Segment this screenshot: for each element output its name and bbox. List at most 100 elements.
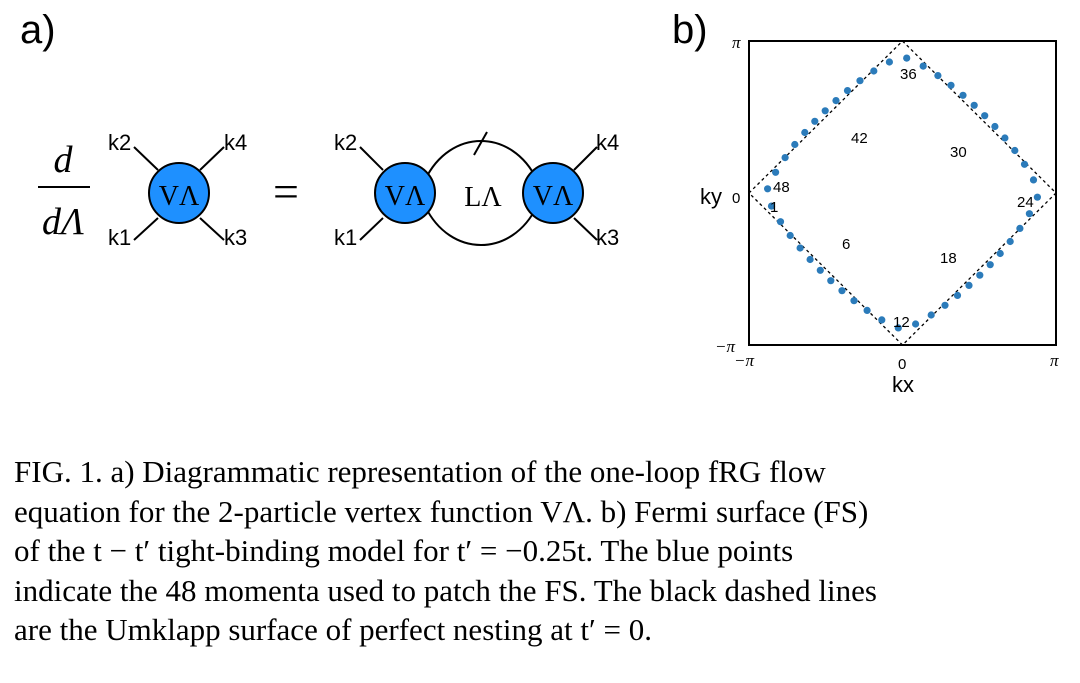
loop-slash-mark (473, 131, 488, 156)
fs-point-2 (776, 218, 785, 226)
fs-point-23 (1025, 210, 1033, 218)
fermi-surface-plot: 1 6 12 18 24 30 36 42 48 π 0 −π ky −π 0 … (700, 33, 1059, 397)
fs-point-48 (764, 185, 772, 193)
fs-point-20 (996, 249, 1004, 258)
panel-b-label: b) (672, 8, 708, 52)
leg-k3-left (199, 217, 225, 241)
fs-point-6 (816, 266, 824, 274)
vertex-label-right-1: VΛ (385, 181, 426, 212)
patch-label-24: 24 (1017, 194, 1034, 211)
patch-label-36: 36 (900, 66, 917, 83)
fs-point-13 (912, 320, 920, 328)
fs-point-34 (934, 72, 942, 80)
momentum-k1-left: k1 (108, 225, 131, 250)
fs-point-22 (1016, 224, 1024, 232)
patch-label-6: 6 (842, 236, 850, 253)
vertex-label-right-2: VΛ (533, 181, 574, 212)
loop-label: LΛ (464, 182, 502, 213)
fs-point-27 (1011, 146, 1019, 155)
fs-point-3 (786, 231, 794, 240)
brillouin-zone-frame (748, 40, 1057, 346)
flow-equation-diagram: d dΛ VΛ k2 k4 k1 k3 = LΛ VΛ VΛ k2 k1 k4 … (38, 130, 619, 250)
fs-point-38 (870, 67, 878, 75)
vertex-circle-right-2 (522, 162, 584, 224)
fs-point-8 (838, 287, 846, 295)
leg-k1-right (359, 217, 384, 241)
momentum-k4-left: k4 (224, 130, 247, 155)
fs-point-41 (832, 97, 840, 105)
caption-line-3: of the t − t′ tight-binding model for t′… (14, 533, 794, 568)
fs-point-5 (806, 255, 814, 264)
fs-point-33 (947, 81, 955, 89)
leg-k4-left (199, 146, 225, 171)
fs-point-43 (811, 117, 819, 125)
tick-x-zero: 0 (898, 356, 906, 373)
fs-point-25 (1029, 176, 1038, 184)
patch-label-1: 1 (770, 199, 778, 216)
fs-point-16 (953, 291, 962, 299)
fraction-denominator: dΛ (42, 201, 84, 243)
fs-point-36 (903, 54, 911, 62)
tick-y-pi: π (732, 33, 741, 52)
leg-k3-right (573, 217, 598, 241)
fermi-surface-points (764, 54, 1041, 332)
axis-y-label: ky (700, 184, 722, 209)
momentum-k1-right: k1 (334, 225, 357, 250)
patch-label-48: 48 (773, 179, 790, 196)
fs-point-44 (801, 128, 809, 137)
fraction-numerator: d (54, 139, 74, 181)
caption-line-4: indicate the 48 momenta used to patch th… (14, 572, 877, 608)
fs-point-42 (821, 107, 829, 115)
momentum-k2-left: k2 (108, 130, 131, 155)
patch-label-12: 12 (893, 314, 910, 331)
umklapp-surface-dashed (748, 40, 1057, 346)
momentum-k3-left: k3 (224, 225, 247, 250)
vertex-label-left: VΛ (159, 181, 200, 212)
fs-point-14 (927, 311, 935, 319)
momentum-k3-right: k3 (596, 225, 619, 250)
fs-point-11 (878, 316, 886, 324)
fs-point-24 (1033, 193, 1041, 201)
axis-x-label: kx (892, 372, 914, 397)
leg-k1-left (133, 217, 159, 241)
momentum-k4-right: k4 (596, 130, 619, 155)
leg-k2-right (359, 146, 384, 171)
fs-point-17 (965, 281, 973, 289)
fs-point-37 (885, 58, 894, 66)
fs-point-26 (1020, 160, 1029, 168)
momentum-k2-right: k2 (334, 130, 357, 155)
caption-line-1: FIG. 1. a) Diagrammatic representation o… (14, 454, 826, 489)
leg-k2-left (133, 146, 159, 171)
fs-point-4 (796, 244, 804, 252)
fs-point-40 (843, 87, 852, 95)
tick-x-minus-pi: −π (734, 351, 754, 370)
equals-sign: = (273, 166, 299, 217)
fs-point-32 (959, 91, 967, 99)
vertex-circle-left (148, 162, 210, 224)
vertex-circle-right-1 (374, 162, 436, 224)
caption-line-2: equation for the 2-particle vertex funct… (14, 493, 869, 529)
fs-point-10 (863, 306, 871, 314)
fs-point-21 (1006, 237, 1014, 246)
fs-point-46 (781, 154, 789, 162)
fs-point-19 (986, 261, 994, 269)
fs-point-29 (991, 122, 999, 131)
leg-k4-right (573, 146, 598, 171)
fs-point-45 (791, 140, 799, 149)
fs-point-15 (941, 301, 949, 309)
caption-line-5: are the Umklapp surface of perfect nesti… (14, 612, 652, 647)
patch-label-30: 30 (950, 144, 967, 161)
fs-point-47 (772, 168, 780, 176)
loop-lower-propagator (424, 205, 538, 246)
tick-y-zero: 0 (732, 190, 740, 207)
fs-point-31 (970, 101, 978, 109)
fs-point-39 (856, 77, 864, 85)
panel-a-label: a) (20, 8, 56, 52)
fs-point-18 (976, 271, 984, 279)
tick-y-minus-pi: −π (715, 337, 735, 356)
fs-point-35 (919, 62, 927, 70)
tick-x-pi: π (1050, 351, 1059, 370)
fs-point-9 (850, 297, 858, 305)
fs-point-1 (767, 202, 776, 210)
fs-point-30 (981, 112, 989, 120)
